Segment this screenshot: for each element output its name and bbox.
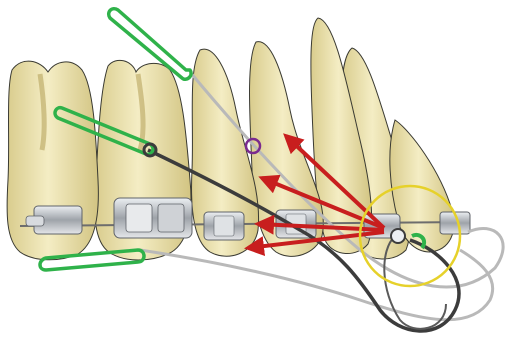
- canine-button: [391, 229, 405, 243]
- bracket-molar-tube: [26, 206, 82, 234]
- bracket-first-molar: [114, 198, 192, 238]
- bracket-first-premolar: [204, 212, 244, 240]
- light-wire-lower: [140, 250, 493, 320]
